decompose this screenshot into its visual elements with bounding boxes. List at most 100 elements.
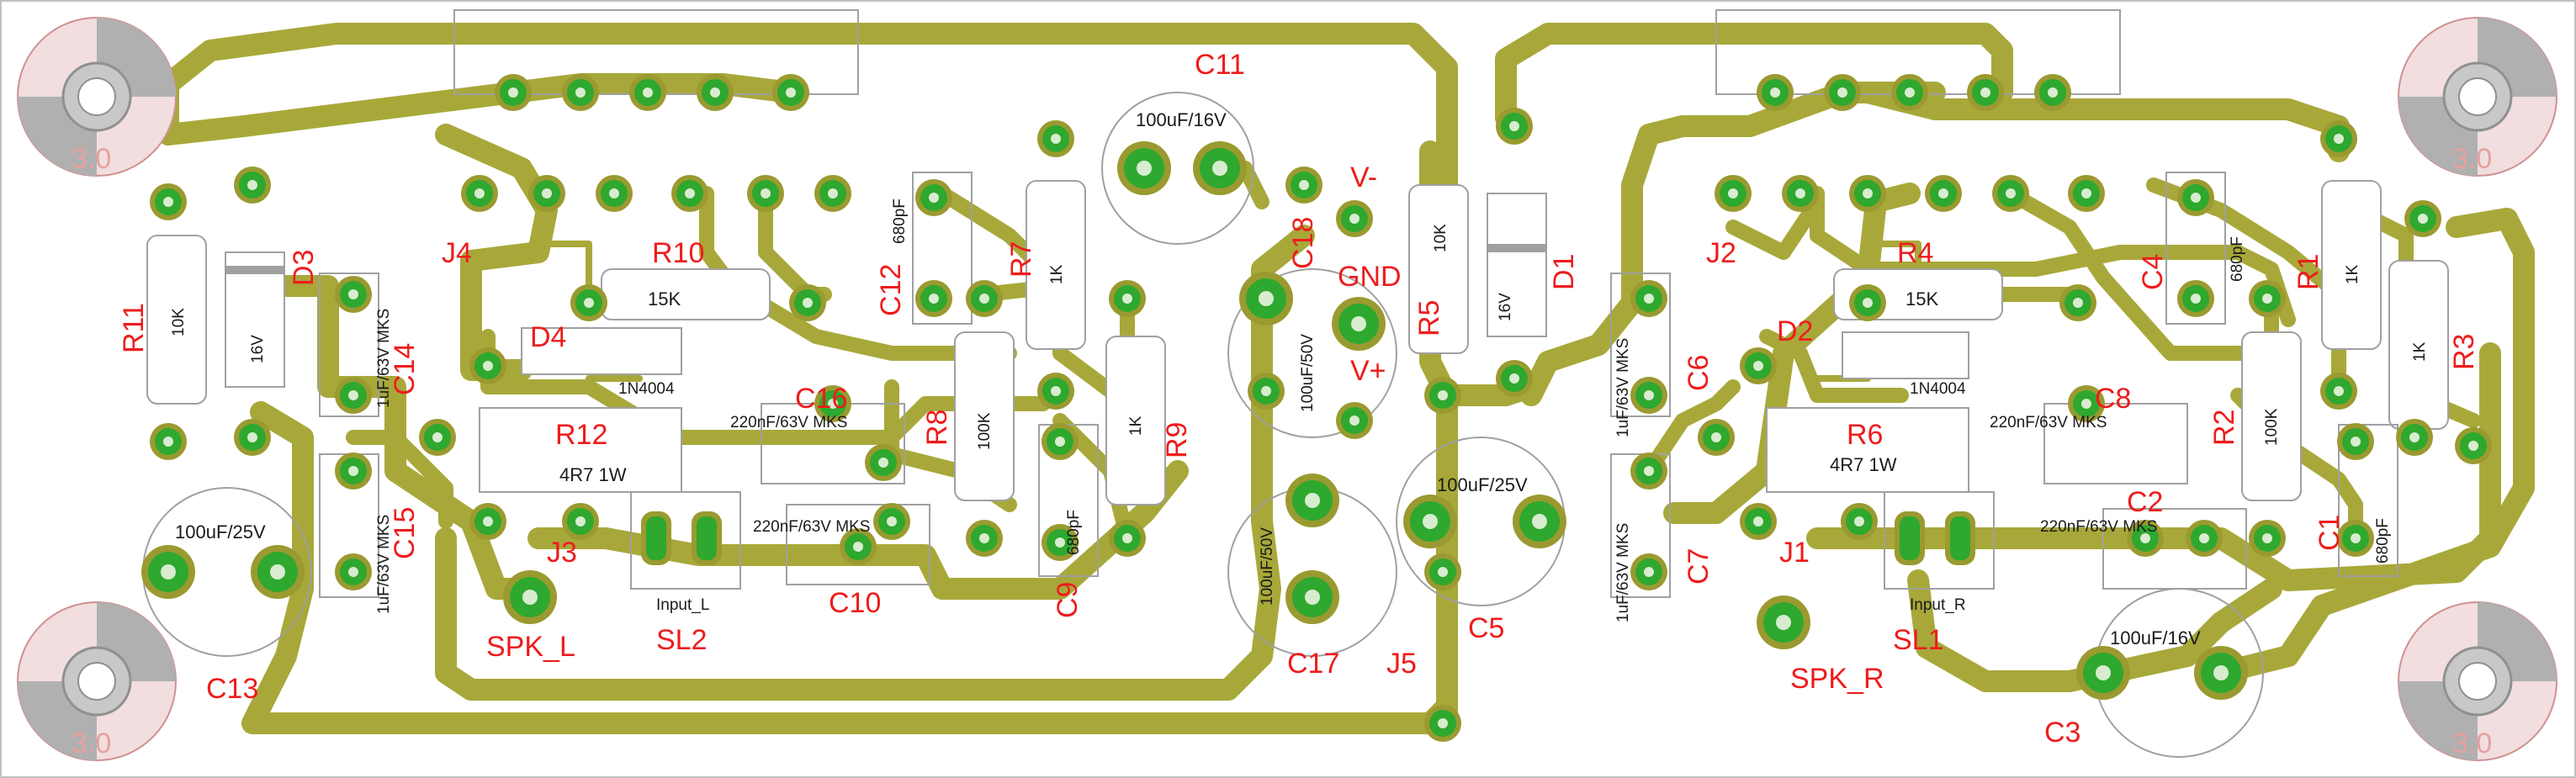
d1-band <box>1487 244 1546 252</box>
pads <box>141 74 2492 742</box>
via-pad <box>2177 280 2214 317</box>
via-pad <box>2068 385 2105 422</box>
val-c12: 680pF <box>891 198 909 244</box>
val-c1: 680pF <box>2374 518 2392 564</box>
c10-outline <box>786 504 930 585</box>
ref-r6: R6 <box>1847 419 1883 451</box>
mounting-holes: 3.0 3.0 3.0 3.0 <box>17 17 2557 761</box>
val-c2: 220nF/63V MKS <box>2040 518 2157 536</box>
r6-body <box>1766 407 1969 493</box>
r10-body <box>601 268 771 320</box>
val-r3: 1K <box>2411 341 2429 362</box>
hole-label-br: 3.0 <box>2452 728 2492 759</box>
c4-outline <box>2165 172 2226 325</box>
c2-outline <box>2102 508 2247 590</box>
ref-c13: C13 <box>206 673 258 705</box>
via-pad <box>873 503 910 540</box>
via-pad <box>570 284 607 321</box>
ref-c17: C17 <box>1287 648 1339 680</box>
capacitor-pad <box>1117 141 1171 195</box>
via-pad <box>234 419 271 456</box>
val-c7: 1uF/63V MKS <box>1614 523 1632 622</box>
ref-r12: R12 <box>555 419 607 451</box>
mounting-hole-bottom-left: 3.0 <box>17 601 177 761</box>
via-pad <box>1630 453 1667 490</box>
ref-r1: R1 <box>2292 254 2324 290</box>
d4-body <box>521 327 682 375</box>
capacitor-pad <box>1403 495 1457 548</box>
hole-label-bl: 3.0 <box>72 728 111 759</box>
ref-r4: R4 <box>1897 237 1933 269</box>
via-pad <box>1757 74 1794 111</box>
val-c13: 100uF/25V <box>175 521 266 542</box>
via-pad <box>2396 419 2433 456</box>
via-pad <box>915 179 952 216</box>
ref-spk-l: SPK_L <box>486 631 575 663</box>
via-pad <box>1630 280 1667 317</box>
via-pad <box>562 503 599 540</box>
ref-spk-r: SPK_R <box>1790 663 1884 695</box>
via-pad <box>596 175 633 212</box>
via-pad <box>1782 175 1819 212</box>
via-pad <box>865 444 902 481</box>
ref-c12: C12 <box>875 264 907 316</box>
val-r7: 1K <box>1048 264 1066 284</box>
via-pad <box>629 74 666 111</box>
r5-body <box>1408 184 1469 354</box>
via-pad <box>495 74 532 111</box>
val-r12: 4R7 1W <box>559 464 627 485</box>
ref-v-minus: V- <box>1350 161 1377 193</box>
via-pad <box>1285 167 1322 204</box>
ref-r7: R7 <box>1005 241 1037 278</box>
val-c18: 100uF/50V <box>1299 334 1317 412</box>
capacitor-pad <box>1285 474 1339 527</box>
r8-body <box>954 331 1015 501</box>
mounting-hole-bottom-right: 3.0 <box>2398 601 2557 761</box>
ref-sl1: SL1 <box>1893 624 1944 656</box>
val-c14: 1uF/63V MKS <box>375 309 393 408</box>
ref-j2: J2 <box>1706 237 1736 269</box>
ref-r10: R10 <box>652 237 704 269</box>
d3-band <box>225 266 284 274</box>
via-pad <box>1042 524 1079 561</box>
via-pad <box>335 377 372 414</box>
via-pad <box>2177 179 2214 216</box>
via-pad <box>1336 402 1373 439</box>
via-pad <box>671 175 708 212</box>
via-pad <box>915 280 952 317</box>
via-pad <box>1992 175 2029 212</box>
ref-c1: C1 <box>2314 515 2345 551</box>
hole-label-tr: 3.0 <box>2452 143 2492 175</box>
capacitor-pad <box>1332 297 1386 351</box>
via-pad <box>789 284 826 321</box>
ref-j3: J3 <box>547 537 577 569</box>
via-pad <box>335 453 372 490</box>
hole-label-tl: 3.0 <box>72 143 111 175</box>
ref-r11: R11 <box>118 303 150 353</box>
ref-c8: C8 <box>2095 383 2131 415</box>
via-pad <box>1424 377 1461 414</box>
capacitor-pad <box>1239 272 1293 325</box>
via-pad <box>1925 175 1962 212</box>
ref-c16: C16 <box>795 383 847 415</box>
via-pad <box>469 503 506 540</box>
ref-c9: C9 <box>1052 582 1084 618</box>
ref-c5: C5 <box>1468 612 1504 644</box>
ref-v-plus: V+ <box>1350 355 1386 387</box>
via-pad <box>1248 373 1285 410</box>
sl2-outline <box>630 491 741 590</box>
via-pad <box>2249 520 2286 557</box>
val-r9: 1K <box>1127 415 1145 436</box>
ref-c11: C11 <box>1195 49 1245 81</box>
ref-r5: R5 <box>1413 300 1445 336</box>
ref-r8: R8 <box>921 410 953 446</box>
c6-outline <box>1610 273 1671 417</box>
r2-body <box>2241 331 2302 501</box>
val-c9: 680pF <box>1065 510 1083 555</box>
reference-designators: C11 R11 D3 J4 R10 C12 R7 C14 D4 C16 R8 R… <box>118 49 2480 749</box>
via-pad <box>2404 200 2441 237</box>
via-pad <box>1740 503 1777 540</box>
via-pad <box>840 528 877 565</box>
via-pad <box>2068 175 2105 212</box>
